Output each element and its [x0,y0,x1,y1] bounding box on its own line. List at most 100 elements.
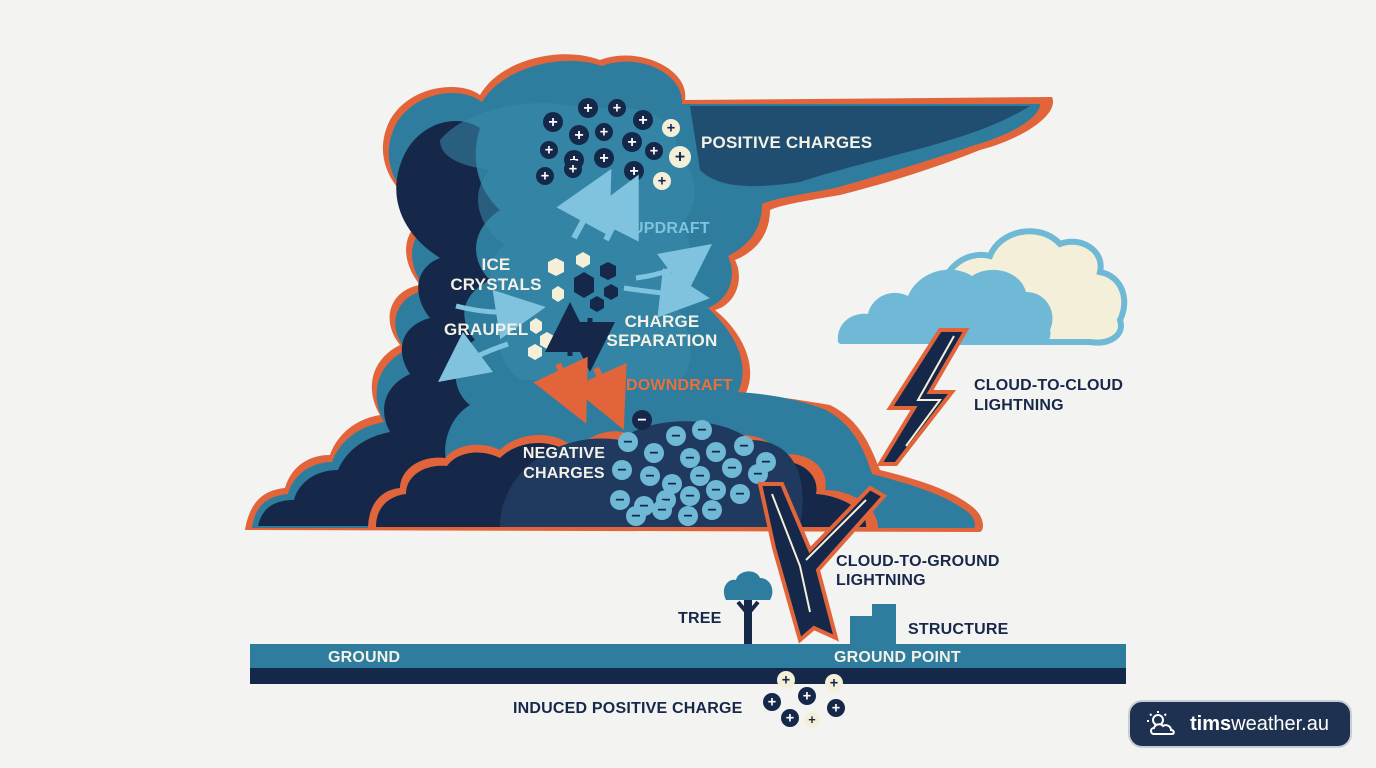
induced-positive-charge: + [798,687,816,705]
positive-charges-cluster: +++++++++++++++++ [536,98,691,190]
induced-positive-charge: + [825,674,843,692]
svg-text:−: − [661,492,670,509]
graupel-particle [574,272,594,298]
label-downdraft: DOWNDRAFT [626,377,733,394]
induced-positive-charge: + [804,712,820,728]
downdraft-arrow-2 [571,362,627,430]
graupel-arrow-out [437,332,509,382]
svg-text:−: − [645,468,654,485]
label-negative-charges-line2: CHARGES [523,465,605,482]
svg-text:−: − [637,412,646,429]
svg-text:−: − [631,508,640,525]
label-ice-crystals-line1: ICE [482,255,511,274]
label-structure: STRUCTURE [908,621,1009,638]
cloud-to-ground-bolt [757,482,888,644]
svg-text:−: − [739,438,748,455]
svg-text:−: − [761,454,770,471]
svg-text:+: + [808,712,815,727]
svg-text:+: + [569,161,577,177]
graupel-arrow-in [455,289,546,340]
induced-positive-charge: + [827,699,845,717]
svg-text:−: − [671,428,680,445]
brand-name: timsweather.au [1190,712,1329,735]
negative-charge: − [748,464,768,484]
svg-text:+: + [599,150,608,167]
negative-charge: − [722,458,742,478]
svg-text:+: + [583,100,592,117]
negative-charge: − [702,500,722,520]
positive-charge: + [662,119,680,137]
positive-charge: + [564,160,582,178]
label-ice-crystals-line2: CRYSTALS [450,275,541,294]
label-induced-positive-charge: INDUCED POSITIVE CHARGE [513,700,743,717]
negative-charge: − [706,442,726,462]
cloud-to-ground-bolt-core [771,493,867,613]
positive-charge: + [578,98,598,118]
label-positive-charges: POSITIVE CHARGES [701,133,872,152]
negative-charge: − [680,486,700,506]
svg-text:+: + [574,127,583,144]
svg-text:−: − [615,492,624,509]
brand-badge[interactable]: timsweather.au [1128,700,1352,748]
svg-text:−: − [697,422,706,439]
svg-text:−: − [649,445,658,462]
label-cloud-to-cloud-line1: CLOUD-TO-CLOUD [974,377,1123,394]
svg-text:−: − [639,498,648,515]
svg-text:+: + [548,114,557,131]
svg-text:+: + [600,124,608,140]
secondary-cloud [837,228,1128,346]
svg-text:+: + [832,700,840,716]
positive-charge: + [645,142,663,160]
label-cloud-to-ground-line1: CLOUD-TO-GROUND [836,553,1000,570]
svg-text:−: − [657,502,666,519]
ground [250,644,1126,684]
ice-crystal [552,286,564,302]
label-tree: TREE [678,610,722,627]
svg-text:−: − [727,460,736,477]
svg-text:+: + [658,173,666,189]
negative-charge: − [666,426,686,446]
tree-canopy [723,571,773,600]
negative-charge: − [610,490,630,510]
tree [723,571,773,644]
cloud-to-ground-bolt-shape [757,482,888,644]
induced-positive-charge: + [781,709,799,727]
negative-charge: − [652,500,672,520]
cloud-sun-icon [1147,711,1175,735]
svg-text:+: + [627,134,636,151]
tree-branch [736,600,760,616]
svg-text:−: − [685,488,694,505]
svg-text:−: − [685,450,694,467]
label-charge-separation-line2: SEPARATION [607,331,718,350]
charge-separation-arrows [545,302,615,372]
negative-charge: − [640,466,660,486]
negative-charge: − [644,443,664,463]
ice-crystal [528,344,542,360]
svg-text:−: − [617,462,626,479]
ice-crystal [530,318,542,334]
positive-charge: + [569,125,589,145]
updraft-arrows [437,168,713,382]
label-updraft: UPDRAFT [632,220,710,237]
negative-charge: − [626,506,646,526]
label-charge-separation-line1: CHARGE [625,312,700,331]
svg-text:+: + [541,168,549,184]
negative-charge: − [690,466,710,486]
structure [850,604,896,644]
positive-charge: + [543,112,563,132]
svg-text:+: + [803,688,811,704]
graupel-particle [604,284,618,300]
svg-text:+: + [638,112,647,129]
svg-text:+: + [786,710,794,726]
ground-bottom-band [250,668,1126,684]
svg-text:−: − [695,468,704,485]
label-cloud-to-cloud-line2: LIGHTNING [974,397,1064,414]
storm-cloud [245,54,1054,533]
svg-text:−: − [735,486,744,503]
tree-trunk [744,600,752,644]
cloud-to-cloud-bolt-shape [876,328,970,466]
positive-charge: + [669,146,691,168]
svg-text:−: − [711,444,720,461]
induced-positive-charge: + [763,693,781,711]
